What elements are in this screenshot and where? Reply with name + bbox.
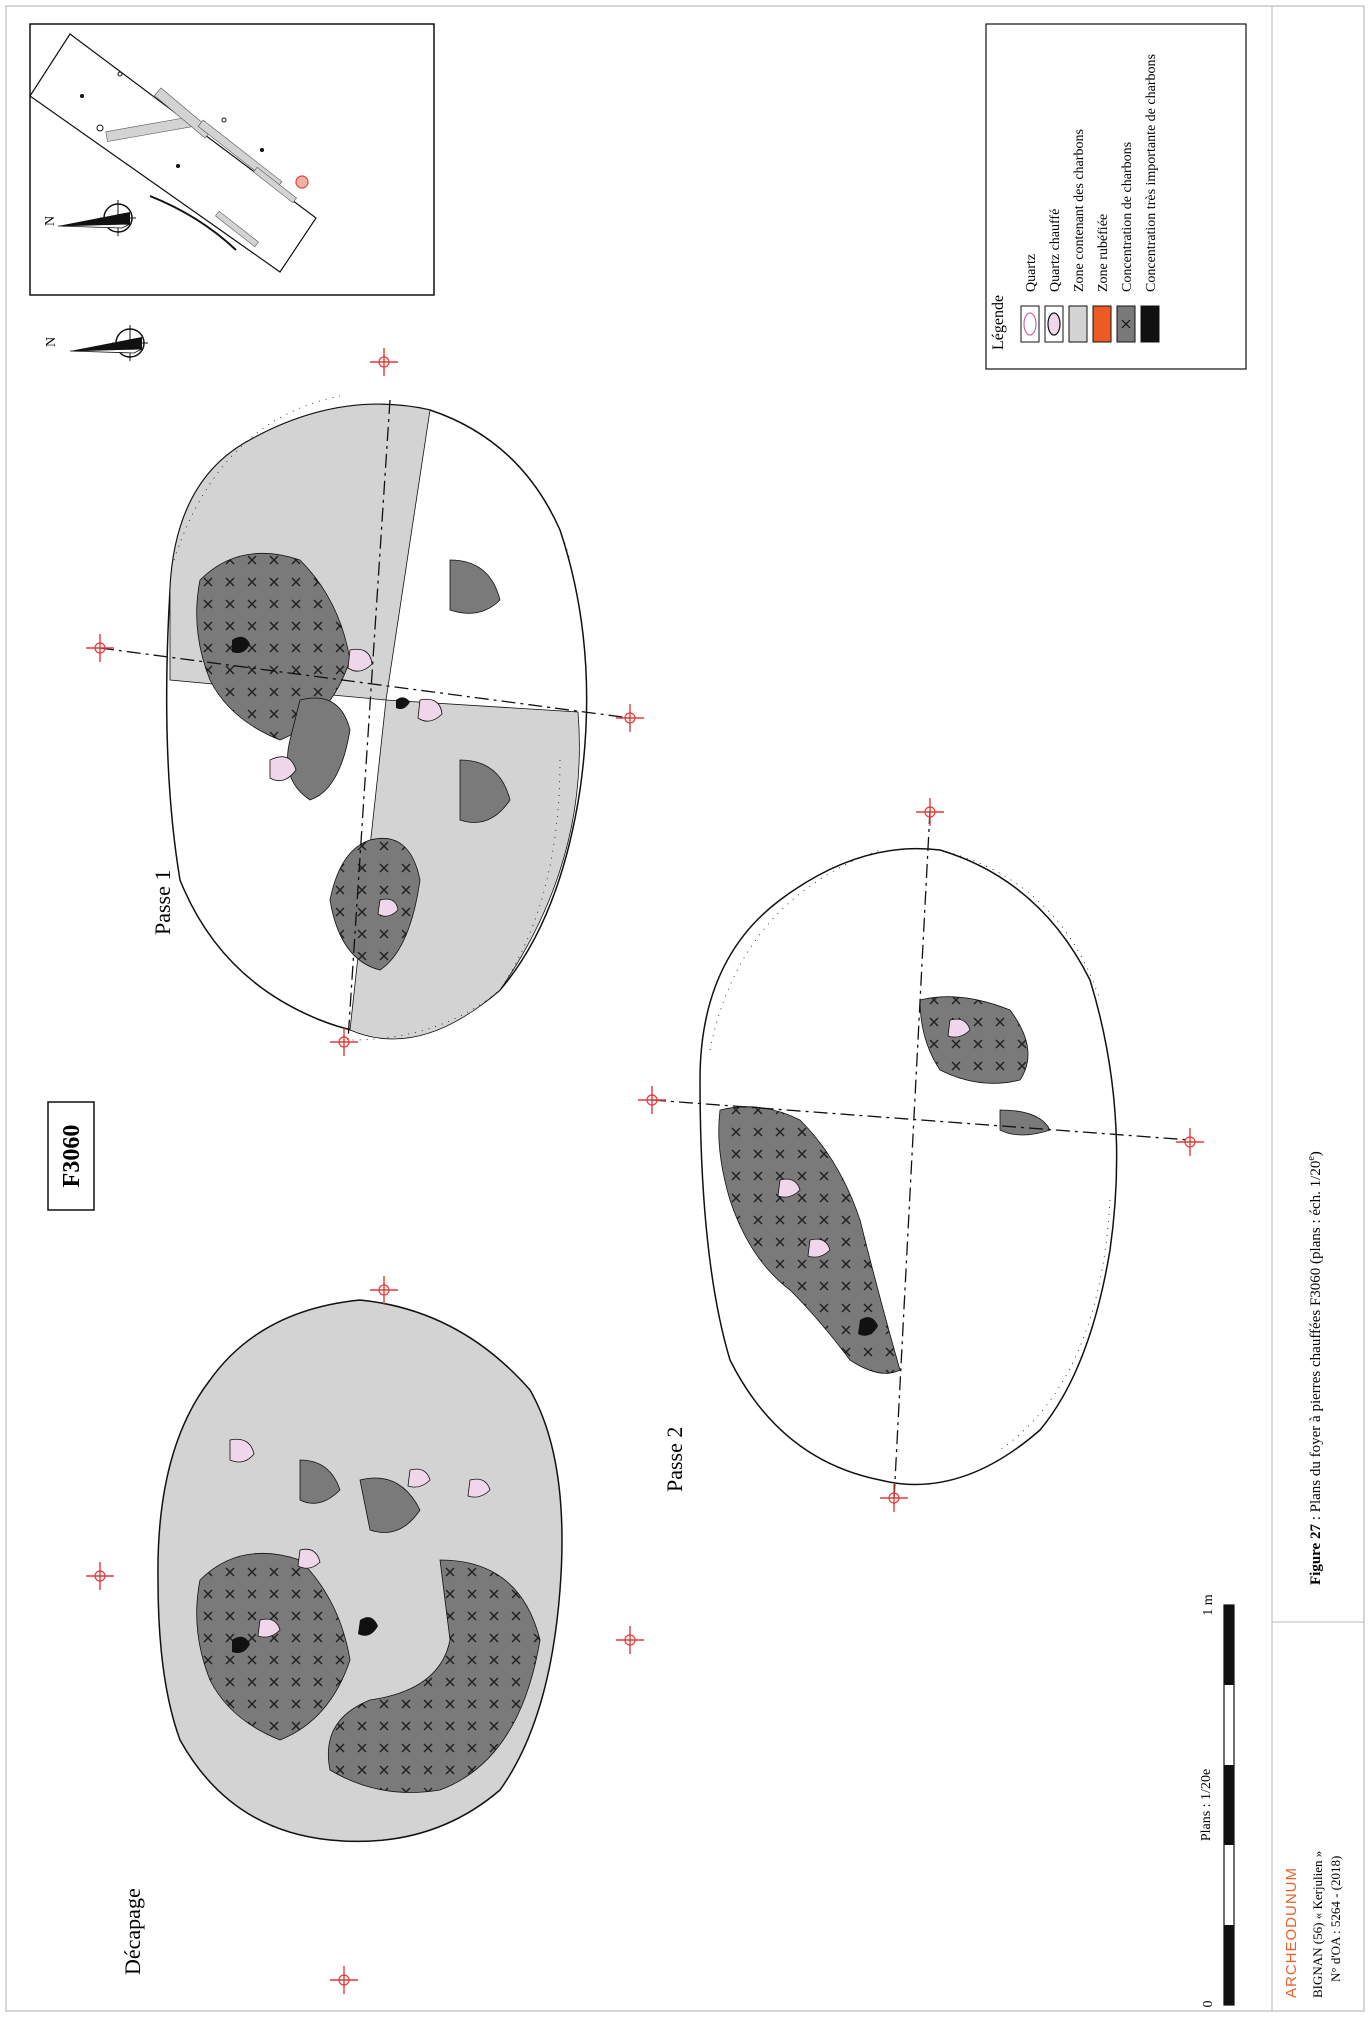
legend-swatch xyxy=(1068,305,1088,343)
scale-end: 1 m xyxy=(1201,1594,1216,1616)
scale-bar: Plans : 1/20e 0 1 m xyxy=(1199,1594,1235,2008)
figure-caption-text: : Plans du foyer à pierres chauffées F30… xyxy=(1308,1161,1324,1524)
legend-label: Concentration très importante de charbon… xyxy=(1144,54,1159,292)
inset-north-label: N xyxy=(43,216,58,226)
legend-quartz-icon xyxy=(1047,312,1061,336)
passe2-label: Passe 2 xyxy=(662,1427,687,1492)
figure-caption-number: Figure 27 xyxy=(1308,1524,1324,1585)
north-arrow xyxy=(69,324,149,362)
legend-swatch xyxy=(1140,305,1160,343)
operation-number: N° d'OA : 5264 - (2018) xyxy=(1328,1856,1343,1982)
legend-item: Zone rubéfiée xyxy=(1092,214,1112,343)
decapage-plan xyxy=(157,1299,563,1843)
legend-label: Zone contenant des charbons xyxy=(1072,129,1087,292)
decapage-label: Décapage xyxy=(120,1888,145,1975)
legend-swatch xyxy=(1092,305,1112,343)
figure-caption: Figure 27 : Plans du foyer à pierres cha… xyxy=(1306,1151,1324,1585)
scale-caption: Plans : 1/20e xyxy=(1199,1769,1214,1841)
north-label: N xyxy=(44,337,59,347)
legend-label: Concentration de charbons xyxy=(1120,142,1135,292)
site-name: BIGNAN (56) « Kerjulien » xyxy=(1310,1851,1325,1998)
publisher-logo: ARCHEODUNUM xyxy=(1283,1867,1300,1998)
feature-label-box: F3060 xyxy=(47,1101,95,1211)
legend-item: Concentration très importante de charbon… xyxy=(1140,54,1160,343)
legend-title: Légende xyxy=(990,295,1007,350)
legend-quartz-icon xyxy=(1023,312,1037,336)
legend-label: Zone rubéfiée xyxy=(1096,214,1111,292)
legend-cross-icon xyxy=(1121,319,1131,329)
legend-item: Concentration de charbons xyxy=(1116,142,1136,343)
feature-label: F3060 xyxy=(59,1125,85,1188)
figure-caption-tail: ) xyxy=(1308,1151,1324,1156)
legend-label: Quartz xyxy=(1024,254,1039,292)
passe2-plan xyxy=(651,809,1191,1501)
outer-frame xyxy=(5,5,1365,2012)
passe1-plan xyxy=(99,395,631,1041)
figure-caption-superscript: e xyxy=(1306,1156,1317,1161)
scale-start: 0 xyxy=(1201,2001,1216,2008)
location-inset: N xyxy=(29,23,435,296)
legend-item: Quartz xyxy=(1020,254,1040,343)
legend-item: Zone contenant des charbons xyxy=(1068,129,1088,343)
legend: Légende Quartz Quartz chauffé Zone contena… xyxy=(985,23,1247,370)
passe1-label: Passe 1 xyxy=(150,870,175,935)
legend-label: Quartz chauffé xyxy=(1048,209,1063,292)
footer: ARCHEODUNUM BIGNAN (56) « Kerjulien » N°… xyxy=(1283,1851,1343,1998)
legend-item: Quartz chauffé xyxy=(1044,209,1064,343)
